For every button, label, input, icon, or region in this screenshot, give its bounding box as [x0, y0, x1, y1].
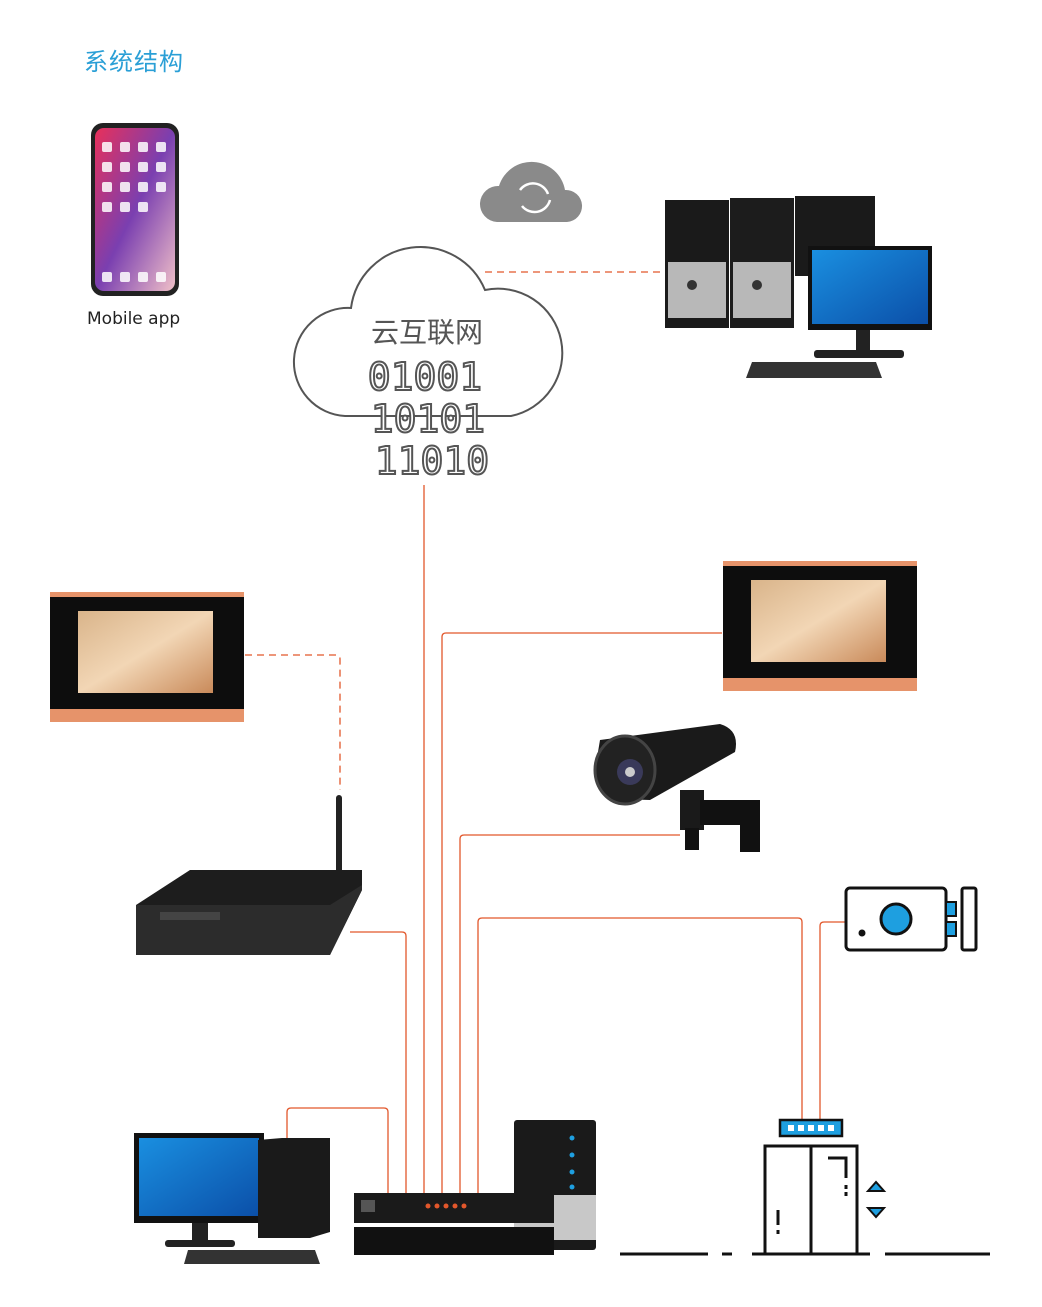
- mobile-app-label: Mobile app: [87, 309, 181, 329]
- connection-lines: [245, 271, 845, 1195]
- indoor-monitor-left: [50, 592, 244, 722]
- monitor-switch-link: [441, 632, 722, 1195]
- binary-row-3: 11010: [375, 439, 489, 483]
- elevator-icon: [620, 1118, 990, 1256]
- page-title: 系统结构: [84, 48, 184, 76]
- cctv-camera-icon: [593, 724, 760, 852]
- lock-elevator-link: [819, 921, 845, 1120]
- pc-switch-link: [286, 1107, 389, 1195]
- internet-cloud: 云互联网 01001 10101 11010: [293, 246, 564, 484]
- cloud-label: 云互联网: [371, 316, 483, 349]
- cloud-sync-icon: [479, 161, 583, 222]
- binary-row-1: 01001: [368, 355, 482, 399]
- door-lock-icon: [844, 886, 978, 952]
- network-switch-icon: [354, 1120, 596, 1255]
- access-switch-link: [477, 917, 803, 1195]
- smartphone-icon: [91, 123, 179, 296]
- indoor-monitor-right: [723, 561, 917, 691]
- binary-row-2: 10101: [371, 397, 485, 441]
- camera-switch-link: [459, 834, 680, 1195]
- router-icon: [136, 795, 362, 955]
- server-cluster-icon: [665, 196, 932, 378]
- monitor-router-link: [245, 654, 341, 790]
- router-switch-link: [350, 931, 407, 1195]
- desktop-pc-icon: [134, 1133, 330, 1264]
